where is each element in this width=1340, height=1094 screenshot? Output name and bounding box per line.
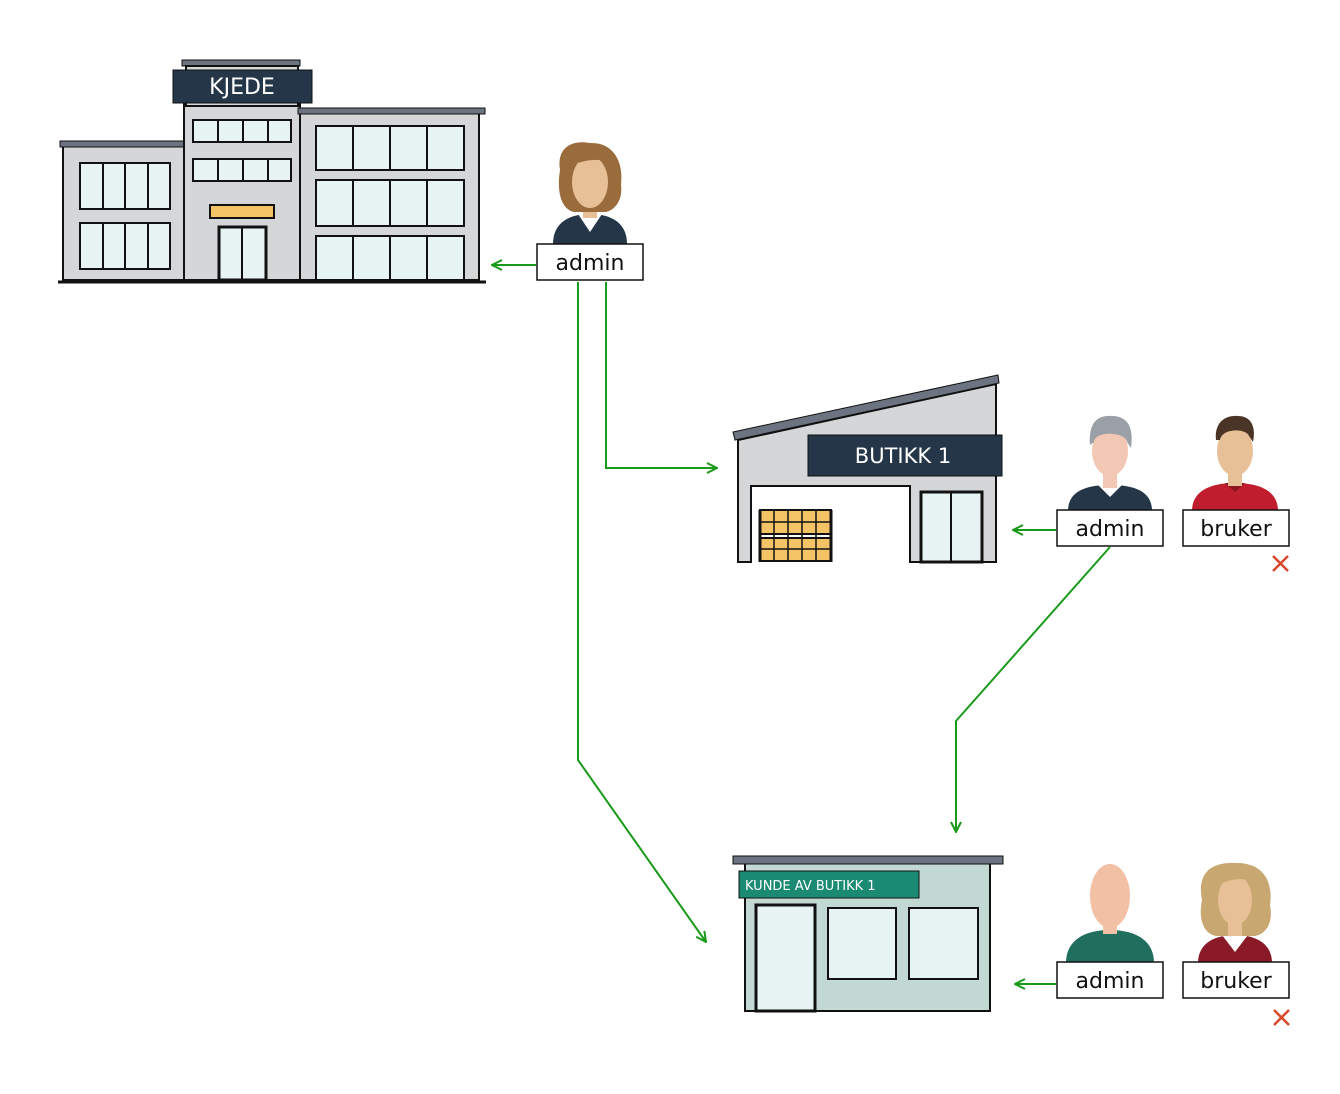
person-icon [553, 142, 627, 244]
arrow-chain-admin-to-customer [577, 282, 706, 942]
person-icon [1066, 864, 1154, 963]
deny-x-icon [1272, 555, 1289, 572]
chain-admin-label-text: admin [556, 251, 625, 276]
customer-admin-label-text: admin [1076, 969, 1145, 994]
deny-x-icon [1273, 1009, 1290, 1026]
person-icon [1068, 415, 1152, 511]
crates-icon [758, 509, 833, 562]
chain-admin-label: admin [536, 243, 644, 281]
store-admin-label: admin [1056, 509, 1164, 547]
arrow-chain-admin-to-store [605, 282, 717, 468]
customer-user-label-text: bruker [1200, 969, 1272, 994]
office-building-icon [58, 59, 486, 284]
person-icon [1198, 862, 1272, 963]
customer-sign: KUNDE AV BUTIKK 1 [738, 870, 920, 899]
store-sign: BUTIKK 1 [807, 434, 1003, 477]
person-icon [1192, 415, 1278, 511]
store-admin-label-text: admin [1076, 517, 1145, 542]
arrow-store-admin-to-customer [956, 546, 1111, 832]
customer-admin-label: admin [1056, 961, 1164, 999]
store-sign-text: BUTIKK 1 [855, 444, 951, 468]
store-user-label-text: bruker [1200, 517, 1272, 542]
chain-sign-text: KJEDE [209, 75, 275, 100]
store-user-label: bruker [1182, 509, 1290, 547]
customer-user-label: bruker [1182, 961, 1290, 999]
chain-sign: KJEDE [172, 69, 313, 104]
customer-sign-text: KUNDE AV BUTIKK 1 [745, 879, 876, 894]
